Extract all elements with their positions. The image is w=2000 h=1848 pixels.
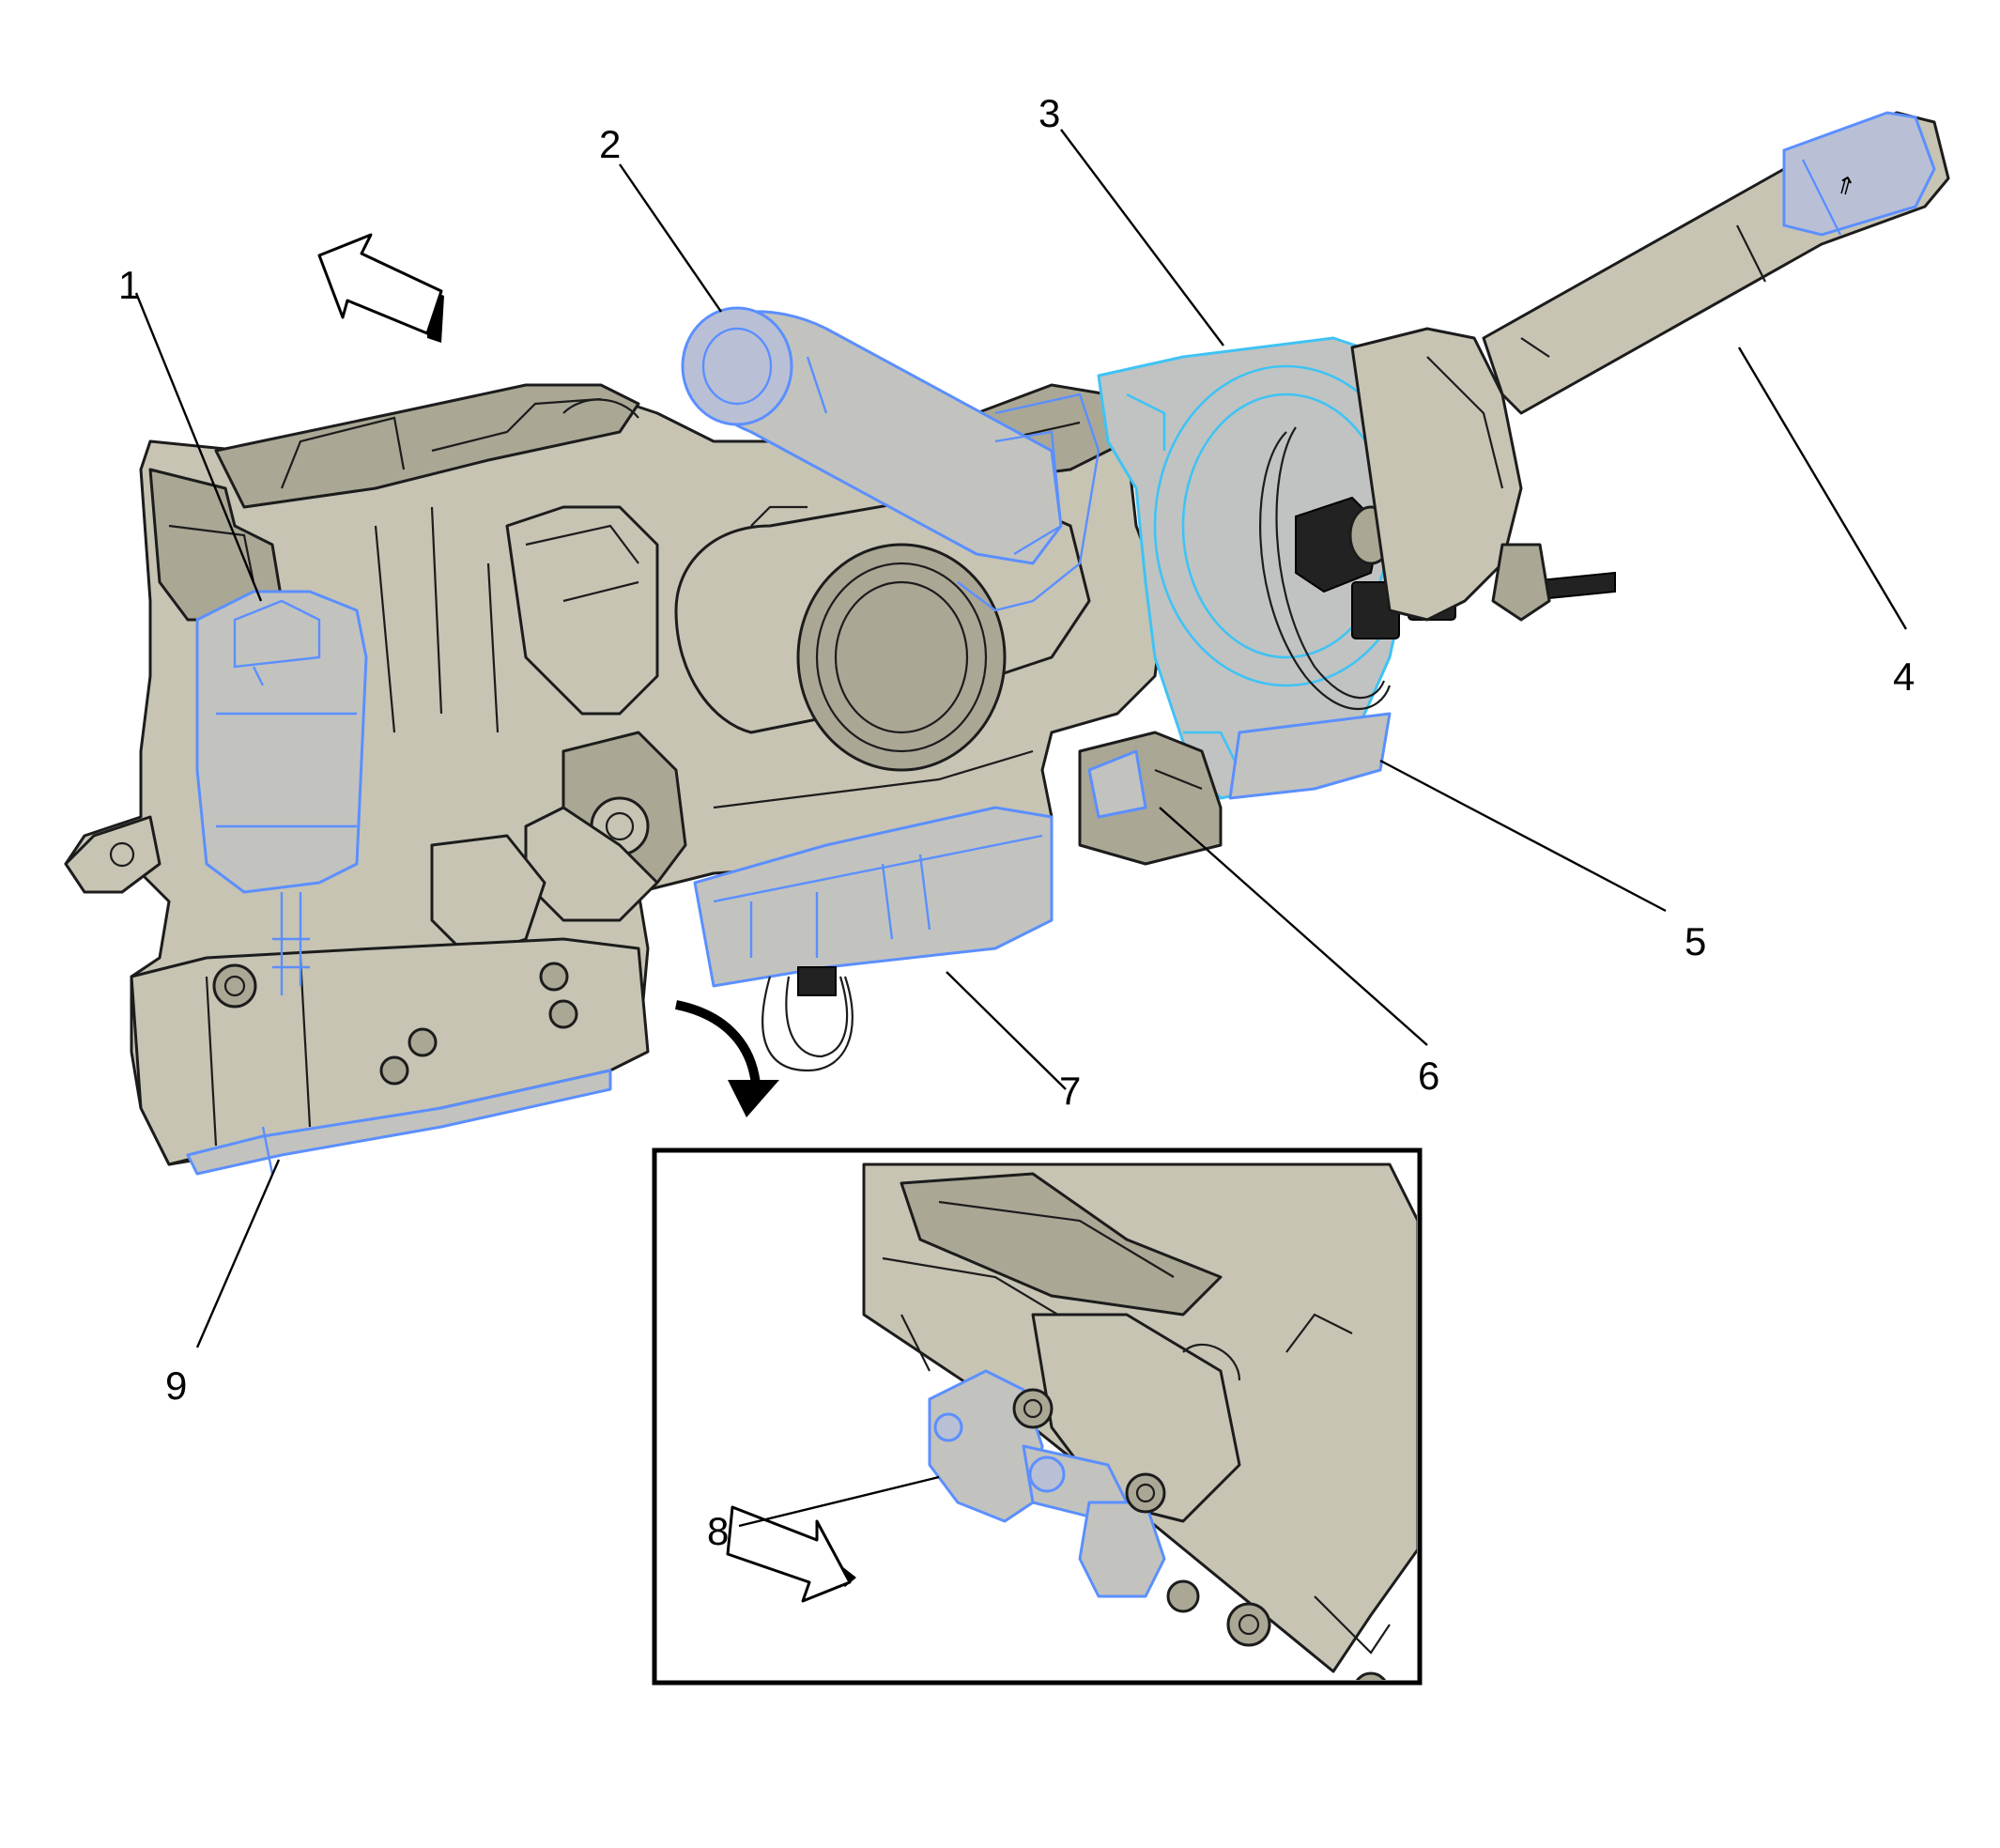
inset-detail <box>652 1147 1423 1686</box>
callout-labels: 1 2 3 4 5 6 7 8 9 <box>118 91 1915 1553</box>
callout-9: 9 <box>165 1363 187 1408</box>
callout-8: 8 <box>707 1509 729 1553</box>
direction-arrow-icon <box>317 233 444 343</box>
callout-4: 4 <box>1893 654 1915 699</box>
wiper-stalk-4: ⇗ <box>1482 111 1950 415</box>
callout-2: 2 <box>599 122 621 166</box>
component-1 <box>195 590 368 995</box>
callout-6: 6 <box>1418 1054 1439 1098</box>
turn-signal-stalk-2 <box>681 306 1100 612</box>
clockspring-3 <box>1097 327 1616 800</box>
callout-7: 7 <box>1059 1069 1081 1113</box>
callout-5: 5 <box>1685 919 1706 963</box>
leader-lines <box>134 129 1908 1528</box>
clockspring-lower-5 <box>1228 712 1392 800</box>
direction-arrow-icon <box>726 1505 856 1603</box>
ignition-switch-7 <box>693 806 1054 1072</box>
callout-3: 3 <box>1038 91 1060 135</box>
callout-1: 1 <box>118 263 140 307</box>
rotation-arrow-icon <box>674 1000 779 1117</box>
lower-cover-9 <box>186 1069 612 1176</box>
